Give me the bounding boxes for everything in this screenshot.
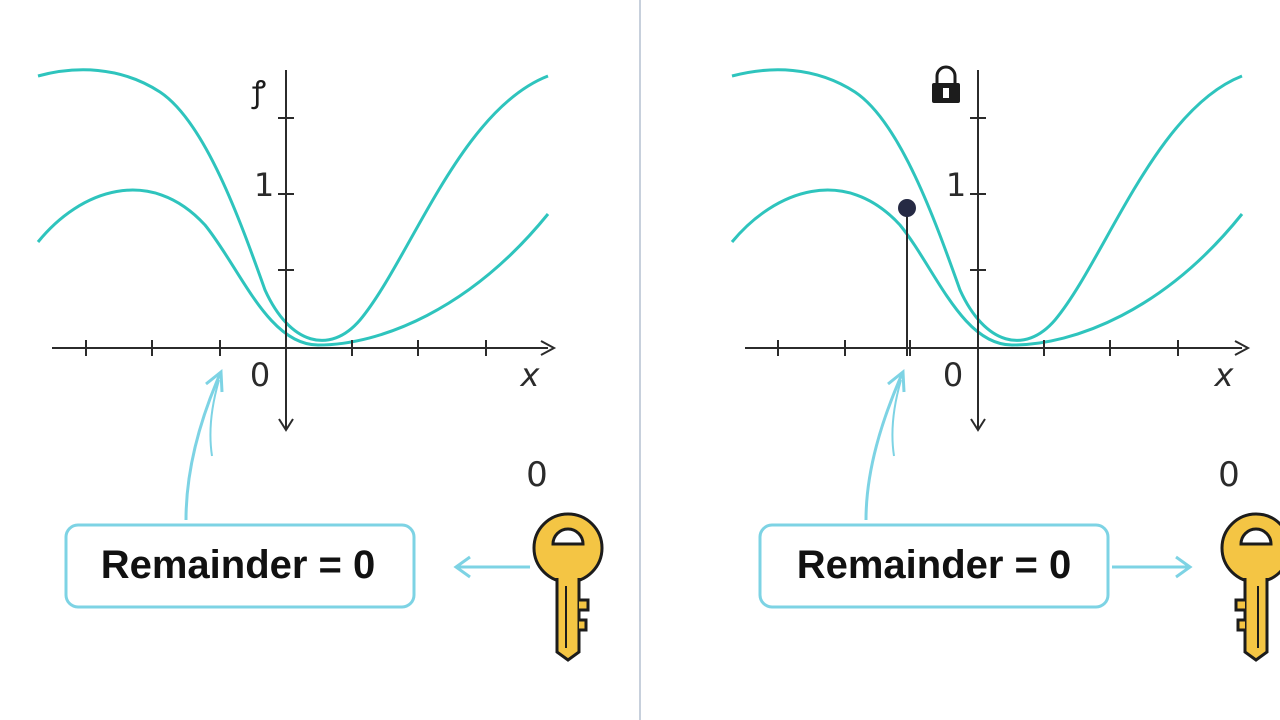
- right-y-ticks: [970, 117, 986, 271]
- left-y-ticks: [278, 117, 294, 271]
- left-pointer-arrow: [184, 373, 222, 521]
- right-curve-shallow: [730, 188, 1244, 347]
- padlock-icon: [932, 65, 960, 103]
- left-x-arrowhead: [540, 340, 557, 356]
- key-icon: [532, 512, 604, 662]
- right-pointer-arrowhead: [887, 368, 906, 393]
- left-curve-steep: [37, 68, 549, 342]
- right-y-arrowhead: [970, 418, 986, 432]
- right-x-ticks: [777, 340, 1179, 356]
- right-y-tick-label: 1: [946, 166, 966, 204]
- left-x-axis-label: x: [520, 356, 541, 394]
- left-key-value-label: 0: [526, 455, 548, 495]
- left-origin-label: 0: [250, 356, 270, 394]
- right-curve-steep: [731, 68, 1243, 342]
- left-y-axis-symbol: ꝭ: [251, 75, 266, 110]
- left-pointer-arrowhead: [205, 368, 224, 393]
- right-callout-box: [758, 523, 1110, 609]
- right-key-value-label: 0: [1218, 455, 1240, 495]
- right-origin-label: 0: [943, 356, 963, 394]
- right-pointer-arrow: [864, 373, 904, 521]
- left-panel: ꝭ 1 0 x Remainder = 0 0: [36, 68, 604, 662]
- right-x-axis-label: x: [1214, 356, 1235, 394]
- left-y-arrowhead: [278, 418, 294, 432]
- left-pointer-arrow-stroke2: [209, 379, 220, 457]
- key-icon: [1220, 512, 1280, 662]
- left-callout-text: Remainder = 0: [101, 543, 376, 587]
- left-x-ticks: [85, 340, 487, 356]
- left-curve-shallow: [36, 188, 550, 347]
- right-panel: 1 0 x Remainder = 0 0: [730, 65, 1280, 662]
- left-callout-box: [64, 523, 416, 609]
- right-x-arrowhead: [1234, 340, 1251, 356]
- marked-point: [898, 199, 916, 217]
- left-y-tick-label: 1: [254, 166, 274, 204]
- right-key-arrowhead: [1175, 555, 1193, 579]
- right-pointer-arrow-stroke2: [891, 379, 902, 457]
- right-callout-text: Remainder = 0: [797, 543, 1072, 587]
- left-key-arrowhead: [453, 555, 471, 579]
